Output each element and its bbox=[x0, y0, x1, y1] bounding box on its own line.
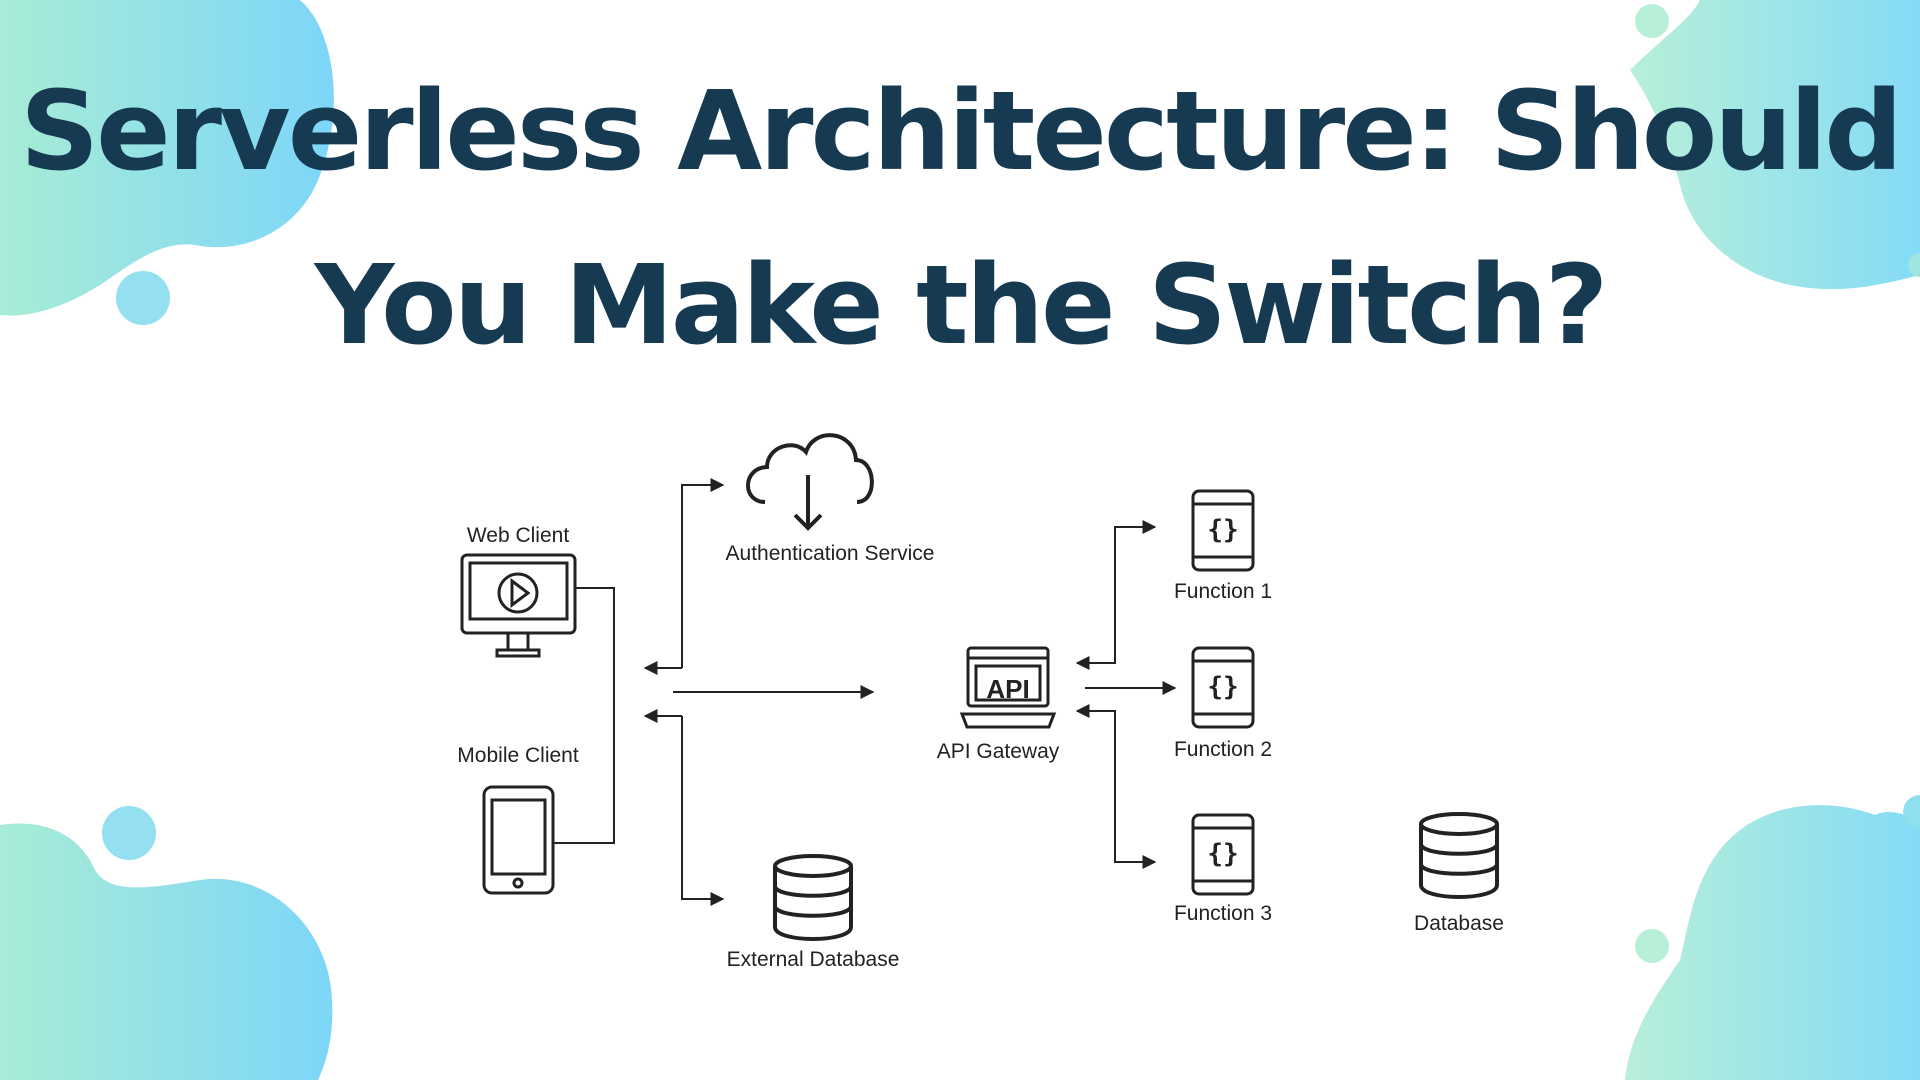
arrow-to-external-db bbox=[681, 716, 725, 906]
phone-code-icon bbox=[1191, 489, 1255, 572]
label-external-db: External Database bbox=[727, 948, 900, 971]
label-web-client: Web Client bbox=[467, 524, 569, 547]
bubble-top-left bbox=[116, 271, 170, 325]
phone-code-icon bbox=[1191, 646, 1255, 729]
bubble-bottom-left bbox=[102, 806, 156, 860]
arrow-from-function-3 bbox=[1075, 704, 1157, 869]
bubble-top-right bbox=[1635, 4, 1669, 38]
label-auth-service: Authentication Service bbox=[726, 542, 935, 565]
database-icon bbox=[1419, 812, 1499, 899]
arrow-to-auth-service bbox=[681, 478, 725, 668]
arrow-from-function-1 bbox=[1075, 520, 1157, 670]
phone-icon bbox=[482, 785, 555, 895]
page-title-line-1: Serverless Architecture: Should bbox=[19, 67, 1903, 195]
function-3-glyph: {} bbox=[1207, 839, 1238, 869]
label-function-1: Function 1 bbox=[1174, 580, 1272, 603]
label-function-3: Function 3 bbox=[1174, 902, 1272, 925]
label-database: Database bbox=[1414, 912, 1504, 935]
function-1-glyph: {} bbox=[1207, 515, 1238, 545]
page-title-line-2: You Make the Switch? bbox=[314, 241, 1609, 369]
connector-web-client bbox=[552, 587, 615, 844]
blob-top-left bbox=[0, 0, 334, 316]
label-api-gateway: API Gateway bbox=[937, 740, 1060, 763]
bubble-right-edge bbox=[1908, 253, 1920, 277]
label-mobile-client: Mobile Client bbox=[457, 744, 579, 767]
bubble-bottom-right bbox=[1635, 929, 1669, 963]
phone-code-icon bbox=[1191, 813, 1255, 896]
function-2-glyph: {} bbox=[1207, 672, 1238, 702]
label-function-2: Function 2 bbox=[1174, 738, 1272, 761]
bubble-right-edge-lower bbox=[1903, 795, 1920, 829]
cloud-download-icon bbox=[746, 433, 874, 531]
database-icon bbox=[773, 854, 853, 941]
blob-bottom-right bbox=[1625, 805, 1920, 1080]
blob-bottom-left bbox=[0, 823, 333, 1080]
api-badge: API bbox=[986, 674, 1029, 704]
blob-top-right bbox=[1630, 0, 1920, 290]
monitor-play-icon bbox=[460, 553, 577, 658]
laptop-api-icon bbox=[959, 646, 1057, 729]
